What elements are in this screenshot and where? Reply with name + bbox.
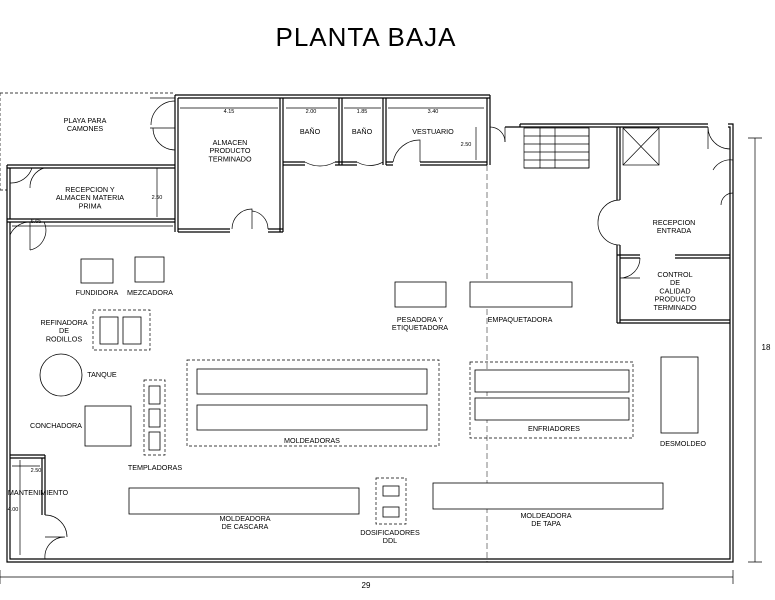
templadoras-outline: [143, 379, 166, 456]
label-templadoras: TEMPLADORAS: [128, 463, 183, 472]
bano-vestuario-rooms: [283, 98, 506, 167]
elevator: [616, 127, 660, 168]
dim-vestuario-width: 3.40: [428, 109, 439, 115]
plan-title: PLANTA BAJA: [275, 22, 456, 52]
dosificadores-outline: [375, 477, 407, 525]
dim-total-width: 29: [362, 581, 371, 590]
label-bano-1: BAÑO: [300, 127, 321, 136]
dim-bano2-width: 1.85: [357, 109, 368, 115]
label-fundidora: FUNDIDORA: [76, 288, 119, 297]
dim-almacen-width: 4.15: [224, 109, 235, 115]
outer-walls: [6, 94, 734, 563]
label-conchadora: CONCHADORA: [30, 421, 82, 430]
label-empaquetadora: EMPAQUETADORA: [488, 315, 553, 324]
pesadora-box: [394, 281, 447, 308]
dim-bano1-width: 2.00: [306, 109, 317, 115]
dim-recepcion-depth: 2.50: [152, 195, 163, 201]
dim-mant-depth: 4.00: [8, 507, 19, 513]
recepcion-almacen-room: [6, 164, 175, 251]
conchadora-box: [84, 405, 132, 447]
dim-vestuario-depth: 2.50: [461, 142, 472, 148]
moldeadoras-outline: [186, 359, 440, 447]
empaquetadora-box: [469, 281, 573, 308]
label-vestuario: VESTUARIO: [412, 127, 454, 136]
mantenimiento-room: [10, 454, 68, 560]
label-tanque: TANQUE: [87, 370, 117, 379]
label-enfriadores: ENFRIADORES: [528, 424, 580, 433]
tanque-circle: [39, 353, 83, 397]
mezcadora-box: [134, 256, 165, 283]
label-desmoldeo: DESMOLDEO: [660, 439, 706, 448]
dim-mant-width: 2.50: [31, 468, 42, 474]
moldeadora-cascara-box: [128, 487, 360, 515]
dimension-lines: 4.15 2.00 1.85 3.40 2.50 2.50 6.65 2.50 …: [0, 107, 771, 590]
moldeadora-tapa-box: [432, 482, 664, 510]
label-bano-2: BAÑO: [352, 127, 373, 136]
label-mantenimiento: MANTENIMIENTO: [8, 488, 69, 497]
fundidora-box: [80, 258, 114, 284]
label-mezcadora: MEZCADORA: [127, 288, 173, 297]
recepcion-entrada-room: [597, 126, 734, 324]
almacen-producto-room: [178, 98, 284, 233]
staircase: [523, 127, 590, 169]
enfriadores-outline: [469, 361, 634, 439]
refinadora-outline: [92, 309, 151, 351]
playa-camiones: [0, 92, 176, 191]
dim-recepcion-width: 6.65: [31, 219, 42, 225]
desmoldeo-box: [660, 356, 699, 434]
equipment: [39, 256, 699, 525]
label-moldeadoras: MOLDEADORAS: [284, 436, 340, 445]
dim-total-depth: 18: [762, 343, 771, 352]
